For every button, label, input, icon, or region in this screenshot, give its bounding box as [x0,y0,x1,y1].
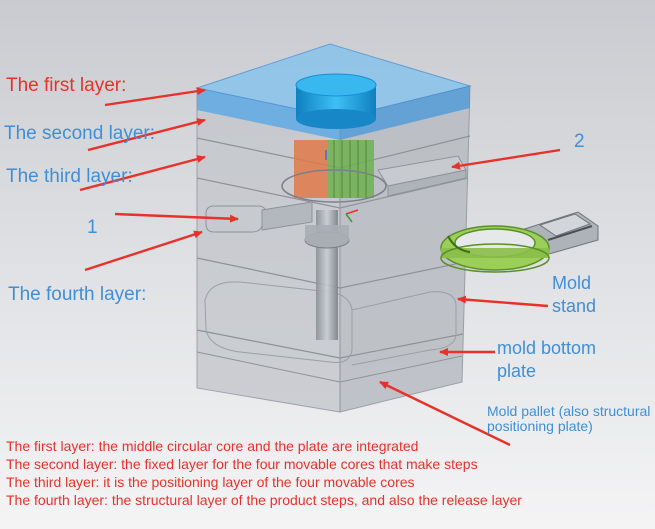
note-second-layer: The second layer: the fixed layer for th… [6,456,478,472]
label-callout-2: 2 [574,131,585,152]
orange-core [294,140,328,198]
pin-collar-body [305,225,349,241]
cyan-cylinder-top [295,73,377,97]
central-core [281,73,387,340]
layer-line-6 [196,351,463,383]
label-mold-stand: Mold stand [552,273,597,317]
arrow-first-layer [104,87,206,107]
first-layer-front [197,88,340,140]
note-first-layer: The first layer: the middle circular cor… [6,438,419,454]
layer-notes: The first layer: the middle circular cor… [6,437,651,509]
note-third-layer: The third layer: it is the positioning l… [6,474,415,490]
layer-line-3 [196,177,469,209]
layer-line-5 [196,329,464,359]
arrow-callout-1 [114,212,239,223]
arrow-third-layer [79,155,206,192]
mold-stand-ring [440,211,599,273]
label-second-layer: The second layer: [4,123,156,144]
label-mold-bottom-plate: mold bottom plate [497,338,597,382]
green-core [328,140,374,198]
arrow-mold-pallet [379,380,511,447]
arrow-callout-2 [451,148,561,170]
label-third-layer: The third layer: [6,166,133,187]
label-first-layer: The first layer: [6,75,127,96]
label-fourth-layer: The fourth layer: [8,284,147,305]
slider-2 [377,155,467,197]
inner-pocket [204,281,353,363]
note-fourth-layer: The fourth layer: the structural layer o… [6,492,522,508]
annotation-arrows [79,87,561,447]
label-mold-pallet: Mold pallet (also structural positioning… [487,403,651,435]
label-callout-1: 1 [87,217,98,238]
arrow-second-layer [87,118,206,152]
layer-line-4 [196,257,466,289]
arrow-mold-stand [457,295,549,308]
first-layer-right [340,86,470,140]
arrow-fourth-layer [84,230,203,272]
cyan-cylinder-bottom [296,109,376,129]
core-base-disk [281,169,387,203]
